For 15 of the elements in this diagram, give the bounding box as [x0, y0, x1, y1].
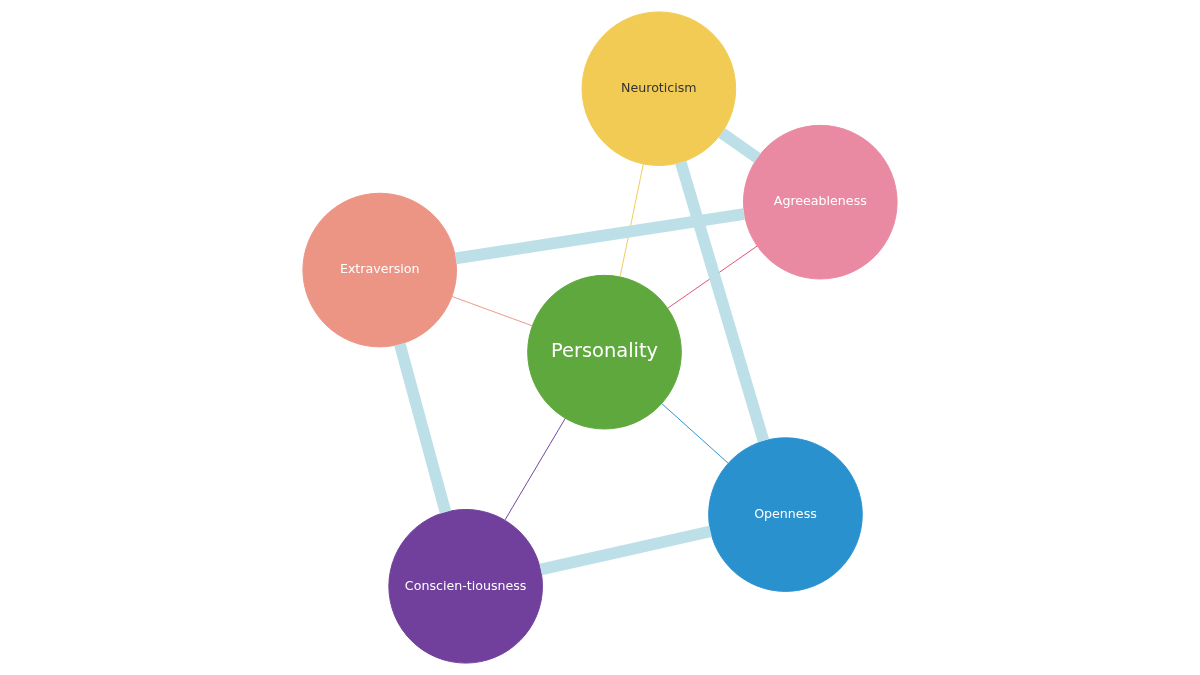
- node-circle: Conscien-tiousness: [388, 508, 543, 664]
- node-circle: Personality: [527, 274, 682, 430]
- node-circle: Neuroticism: [581, 11, 737, 167]
- node-circle: Agreeableness: [743, 124, 898, 280]
- connector: [619, 163, 644, 278]
- node-circle: Extraversion: [302, 192, 457, 348]
- connector: [661, 403, 729, 464]
- connector: [718, 128, 761, 163]
- connector: [539, 525, 712, 576]
- connector: [451, 295, 533, 327]
- connector: [675, 160, 770, 443]
- connector: [667, 245, 758, 309]
- connector: [504, 417, 566, 521]
- connector: [394, 342, 452, 514]
- node-circle: Openness: [708, 437, 863, 592]
